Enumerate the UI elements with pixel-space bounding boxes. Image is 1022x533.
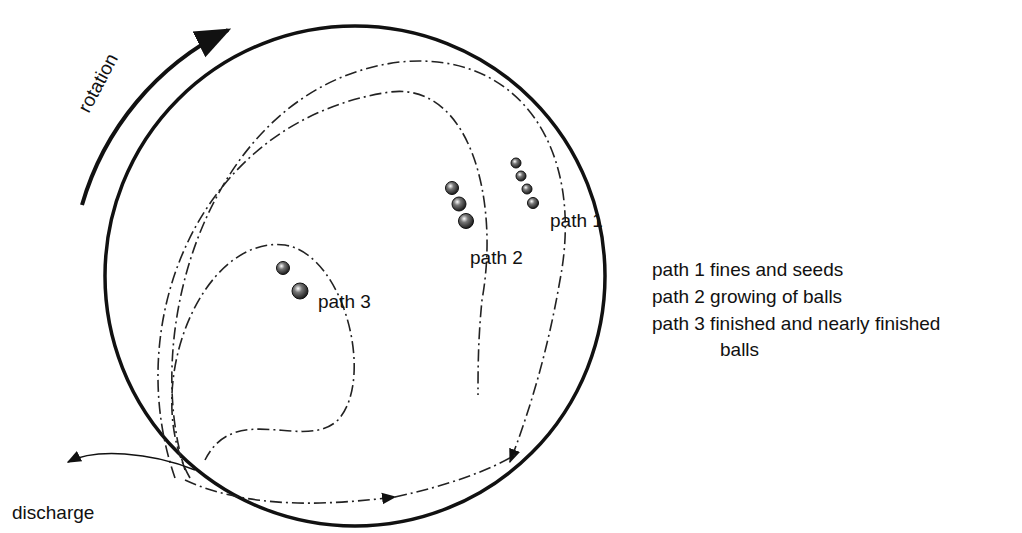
path-1-trajectory [172,61,565,470]
legend-text: path 1 fines and seeds [652,257,843,283]
path-2-trajectory [158,91,487,478]
bottom-trajectory [185,480,395,503]
disc-rim [105,26,605,526]
path-label: path 1 [550,208,603,234]
discharge-arrow [68,454,195,470]
legend-text: path 2 growing of balls [652,284,842,310]
path-3-trajectory [172,245,354,478]
path-label: path 3 [318,289,371,315]
legend-text: path 3 finished and nearly finished ball… [652,311,970,363]
rotation-label: rotation [72,49,125,117]
path-label: path 2 [470,245,523,271]
balls [277,158,539,299]
discharge-label: discharge [12,500,94,526]
bottom-trajectory [395,455,515,497]
